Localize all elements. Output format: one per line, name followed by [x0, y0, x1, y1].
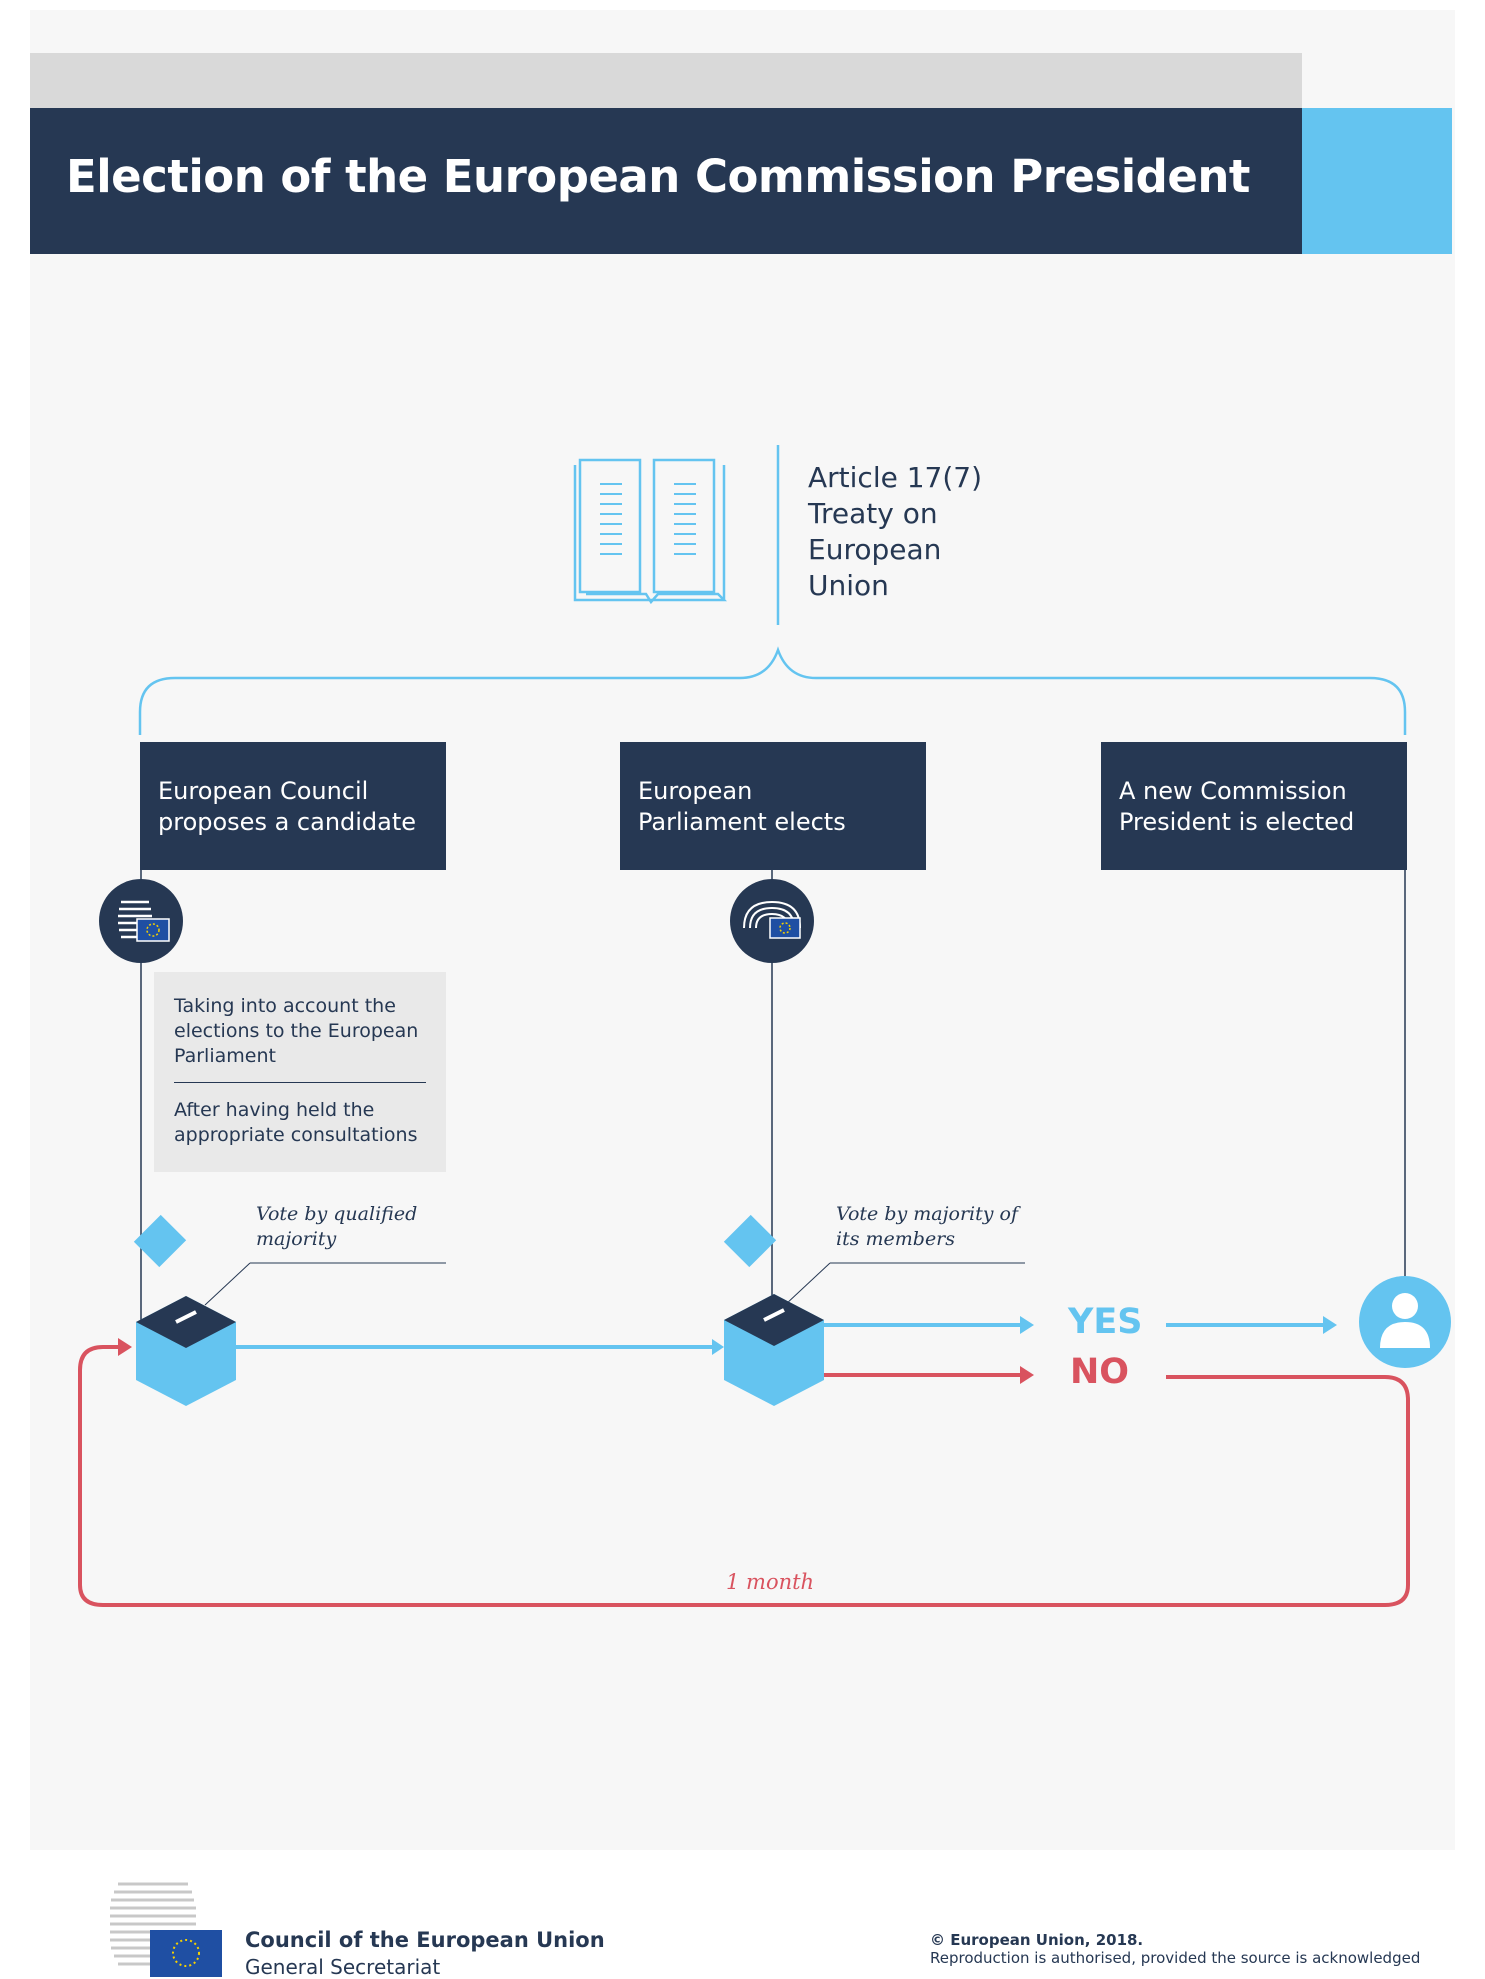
condition-line: After having held the — [174, 1099, 375, 1121]
conditions-divider — [174, 1082, 426, 1083]
title-bar — [30, 108, 1302, 254]
condition-line: appropriate consultations — [174, 1124, 418, 1146]
condition-line: elections to the European — [174, 1020, 419, 1042]
step-label: Parliament elects — [638, 808, 846, 836]
vote-label-line: majority — [256, 1228, 337, 1250]
ballot-box-icon — [723, 1214, 824, 1406]
ballot-box-icon — [133, 1214, 236, 1406]
footer-organisation: Council of the European Union — [245, 1928, 605, 1952]
vote-qualified-majority-label: Vote by qualified majority — [256, 1202, 417, 1252]
step-label: European Council — [158, 777, 369, 805]
condition-consultations: After having held the appropriate consul… — [174, 1098, 417, 1148]
step-parliament-elects: European Parliament elects — [620, 742, 926, 870]
scope-brace — [138, 646, 1407, 735]
step-president-elected: A new Commission President is elected — [1101, 742, 1407, 870]
step-council-proposes: European Council proposes a candidate — [140, 742, 446, 870]
step-label: President is elected — [1119, 808, 1355, 836]
condition-line: Taking into account the — [174, 995, 396, 1017]
legal-basis-line: Article 17(7) — [808, 461, 983, 494]
council-conditions-box: Taking into account the elections to the… — [154, 972, 446, 1172]
header-grey-band — [30, 53, 1302, 108]
legal-basis-line: Union — [808, 569, 889, 602]
footer-reproduction-notice: Reproduction is authorised, provided the… — [930, 1949, 1421, 1967]
vote-label-line: Vote by majority of — [836, 1203, 1018, 1225]
outcome-yes-label: YES — [1068, 1302, 1143, 1342]
step-label: proposes a candidate — [158, 808, 417, 836]
vote-label-line: its members — [836, 1228, 956, 1250]
step-label: A new Commission — [1119, 777, 1347, 805]
legal-basis-line: European — [808, 533, 942, 566]
footer-copyright: © European Union, 2018. — [930, 1931, 1144, 1949]
person-icon — [1359, 1276, 1451, 1368]
book-icon — [573, 458, 728, 605]
condition-elections: Taking into account the elections to the… — [174, 994, 418, 1069]
loop-duration-label: 1 month — [726, 1570, 815, 1594]
council-building-icon — [99, 879, 183, 963]
title-accent-block — [1302, 108, 1452, 254]
condition-line: Parliament — [174, 1045, 276, 1067]
council-logo-icon — [110, 1882, 222, 1977]
vote-majority-members-label: Vote by majority of its members — [836, 1202, 1018, 1252]
footer-subtitle: General Secretariat — [245, 1955, 441, 1979]
step-label: European — [638, 777, 753, 805]
vote-label-line: Vote by qualified — [256, 1203, 418, 1225]
legal-basis-label: Article 17(7) Treaty on European Union — [808, 460, 1008, 604]
legal-basis-line: Treaty on — [808, 497, 938, 530]
outcome-no-label: NO — [1070, 1352, 1130, 1392]
parliament-hemicycle-icon — [730, 879, 814, 963]
page-title: Election of the European Commission Pres… — [66, 150, 1250, 203]
